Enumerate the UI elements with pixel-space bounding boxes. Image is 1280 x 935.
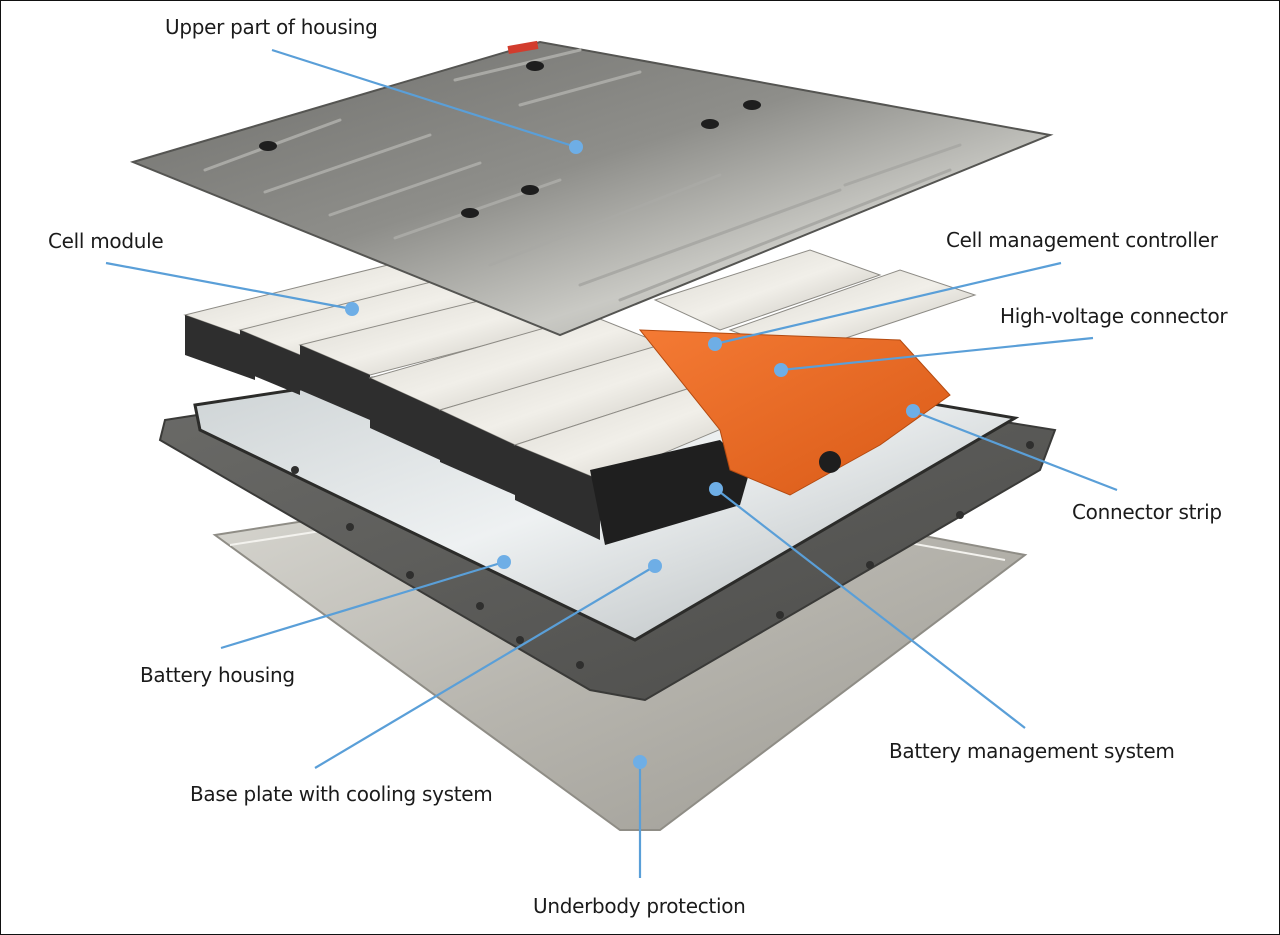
dot-upper-housing [569,140,583,154]
label-upper-housing: Upper part of housing [165,15,378,39]
dot-base-plate [648,559,662,573]
dot-bms [709,482,723,496]
callout-dots [345,140,920,769]
label-cell-management-controller: Cell management controller [946,228,1218,252]
leader-connector-strip [912,409,1118,492]
leader-cell-mgmt-controller [714,261,1062,346]
leader-lines [105,48,1118,878]
dot-connector-strip [906,404,920,418]
dot-underbody [633,755,647,769]
leader-hv-connector [780,336,1094,372]
leader-upper-housing [271,48,577,149]
dot-battery-housing [497,555,511,569]
label-base-plate: Base plate with cooling system [190,782,493,806]
dot-hv-connector [774,363,788,377]
leader-cell-module [105,261,353,311]
label-high-voltage-connector: High-voltage connector [1000,304,1228,328]
label-cell-module: Cell module [48,229,164,253]
high-voltage-components-part [638,329,951,496]
label-connector-strip: Connector strip [1072,500,1222,524]
dot-cell-module [345,302,359,316]
dot-cell-mgmt-controller [708,337,722,351]
leader-base-plate [314,565,656,769]
leader-battery-housing [220,560,505,650]
battery-management-system-part [590,440,750,545]
upper-housing-part [129,40,1054,337]
label-battery-housing: Battery housing [140,663,295,687]
label-battery-management-system: Battery management system [889,739,1175,763]
cell-modules-part [183,249,977,540]
leader-bms [715,488,1026,729]
label-underbody-protection: Underbody protection [533,894,746,918]
